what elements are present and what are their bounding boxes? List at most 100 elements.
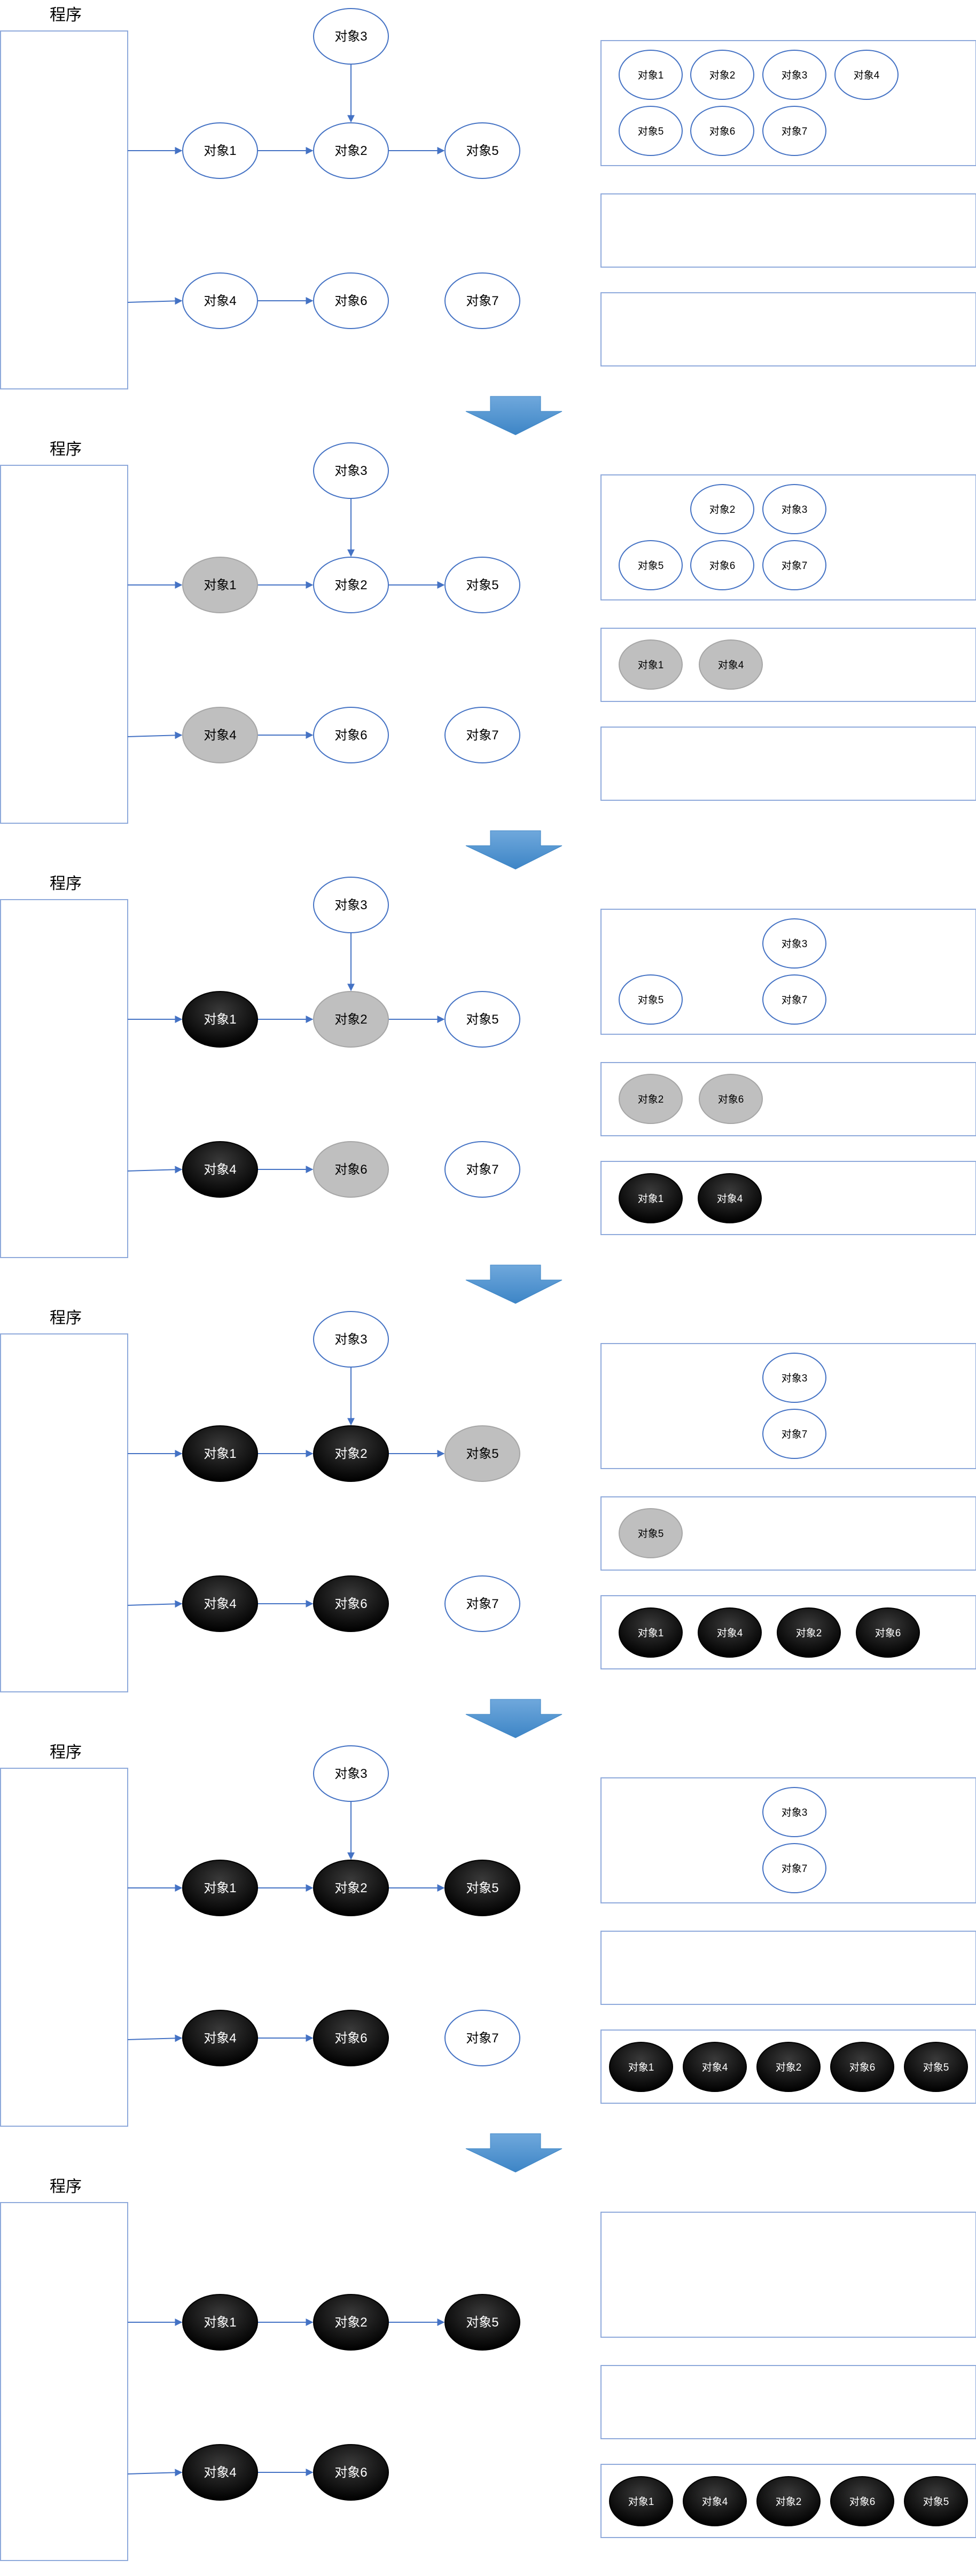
object-node-o4: 对象4 xyxy=(182,272,258,329)
black-set-item-o2: 对象2 xyxy=(756,2042,821,2092)
object-node-o4-shape xyxy=(182,2444,258,2501)
black-set-box xyxy=(600,727,976,801)
object-node-o6-shape xyxy=(313,1141,389,1198)
gray-set-item-o5: 对象5 xyxy=(619,1508,683,1558)
white-set-item-o6-label: 对象6 xyxy=(709,126,736,137)
object-node-o6-shape xyxy=(313,2444,389,2501)
black-set-item-o1-label: 对象1 xyxy=(638,1627,664,1639)
white-set-item-o6-label: 对象6 xyxy=(709,560,736,572)
object-node-o7-label: 对象7 xyxy=(466,1597,498,1611)
object-node-o4-label: 对象4 xyxy=(204,294,236,308)
white-set-item-o5: 对象5 xyxy=(619,540,683,590)
white-set-item-o2-label: 对象2 xyxy=(709,504,736,516)
object-node-o2: 对象2 xyxy=(313,2294,389,2351)
object-node-o2-shape xyxy=(313,2294,389,2351)
black-set-item-o2-shape xyxy=(777,1607,841,1658)
black-set-item-o5-shape xyxy=(904,2042,968,2092)
down-arrow-icon xyxy=(465,1699,563,1738)
object-node-o1-shape xyxy=(182,1425,258,1482)
program-box xyxy=(0,2202,128,2561)
black-set-item-o4-label: 对象4 xyxy=(717,1627,743,1639)
black-set-item-o1: 对象1 xyxy=(609,2042,673,2092)
object-node-o5-label: 对象5 xyxy=(466,144,498,158)
black-set-item-o4-shape xyxy=(698,1607,762,1658)
object-node-o2-label: 对象2 xyxy=(334,1447,367,1461)
object-node-o6: 对象6 xyxy=(313,2444,389,2501)
white-set-item-o7-shape xyxy=(762,1409,826,1459)
white-set-item-o5-label: 对象5 xyxy=(638,126,664,137)
black-set-box xyxy=(600,2464,976,2538)
white-set-item-o6-shape xyxy=(690,540,754,590)
object-node-o3-label: 对象3 xyxy=(334,464,367,478)
black-set-item-o4-label: 对象4 xyxy=(702,2062,728,2073)
gray-set-item-o6: 对象6 xyxy=(699,1074,763,1124)
object-node-o7-shape xyxy=(444,2010,520,2066)
white-set-item-o3-label: 对象3 xyxy=(782,938,808,950)
object-node-o3: 对象3 xyxy=(313,877,389,933)
program-label: 程序 xyxy=(50,875,82,893)
white-set-item-o3: 对象3 xyxy=(762,50,826,100)
white-set-item-o3: 对象3 xyxy=(762,918,826,969)
object-node-o5: 对象5 xyxy=(444,2294,520,2351)
white-set-item-o5: 对象5 xyxy=(619,106,683,156)
object-node-o7: 对象7 xyxy=(444,2010,520,2066)
object-node-o5-shape xyxy=(444,557,520,613)
object-node-o6: 对象6 xyxy=(313,707,389,763)
white-set-item-o7-shape xyxy=(762,540,826,590)
white-set-box xyxy=(600,40,976,166)
object-node-o3-shape xyxy=(313,1745,389,1802)
object-node-o3-shape xyxy=(313,1311,389,1368)
object-node-o2: 对象2 xyxy=(313,1860,389,1916)
object-node-o3-label: 对象3 xyxy=(334,29,367,44)
white-set-item-o1: 对象1 xyxy=(619,50,683,100)
gray-set-item-o4-label: 对象4 xyxy=(718,659,744,671)
white-set-box xyxy=(600,474,976,600)
object-node-o1: 对象1 xyxy=(182,122,258,179)
object-node-o3-label: 对象3 xyxy=(334,1767,367,1781)
object-node-o3-shape xyxy=(313,442,389,499)
black-set-item-o5: 对象5 xyxy=(904,2042,968,2092)
white-set-item-o7-shape xyxy=(762,974,826,1025)
object-node-o1-label: 对象1 xyxy=(204,578,236,592)
black-set-box xyxy=(600,2029,976,2104)
object-node-o1-label: 对象1 xyxy=(204,144,236,158)
object-node-o5: 对象5 xyxy=(444,557,520,613)
white-set-item-o6-shape xyxy=(690,106,754,156)
object-node-o1: 对象1 xyxy=(182,557,258,613)
program-label: 程序 xyxy=(50,6,82,24)
black-set-item-o1-shape xyxy=(619,1173,683,1223)
object-node-o4-shape xyxy=(182,1141,258,1198)
object-node-o4: 对象4 xyxy=(182,1575,258,1632)
black-set-item-o6-label: 对象6 xyxy=(849,2496,876,2508)
object-node-o2-label: 对象2 xyxy=(334,578,367,592)
white-set-item-o1-shape xyxy=(619,50,683,100)
white-set-item-o2-label: 对象2 xyxy=(709,69,736,81)
object-node-o1-label: 对象1 xyxy=(204,2315,236,2330)
black-set-item-o6: 对象6 xyxy=(830,2042,894,2092)
object-node-o1-shape xyxy=(182,2294,258,2351)
gray-set-item-o6-label: 对象6 xyxy=(718,1094,744,1105)
object-node-o2-shape xyxy=(313,1425,389,1482)
black-set-item-o1-shape xyxy=(609,2476,673,2526)
object-node-o7-label: 对象7 xyxy=(466,728,498,743)
program-box xyxy=(0,30,128,389)
black-set-item-o6: 对象6 xyxy=(856,1607,920,1658)
black-set-item-o5: 对象5 xyxy=(904,2476,968,2526)
white-set-item-o5-shape xyxy=(619,106,683,156)
gray-set-item-o2-label: 对象2 xyxy=(638,1094,664,1105)
black-set-item-o1: 对象1 xyxy=(619,1173,683,1223)
white-set-item-o7-label: 对象7 xyxy=(782,994,808,1006)
object-node-o2-shape xyxy=(313,122,389,179)
object-node-o4-label: 对象4 xyxy=(204,1162,236,1177)
white-set-box xyxy=(600,1777,976,1903)
object-node-o5: 对象5 xyxy=(444,1425,520,1482)
black-set-item-o6-label: 对象6 xyxy=(849,2062,876,2073)
object-node-o7: 对象7 xyxy=(444,272,520,329)
white-set-item-o3-shape xyxy=(762,1353,826,1403)
object-node-o5-shape xyxy=(444,1425,520,1482)
object-node-o1-label: 对象1 xyxy=(204,1012,236,1027)
object-node-o6-shape xyxy=(313,1575,389,1632)
